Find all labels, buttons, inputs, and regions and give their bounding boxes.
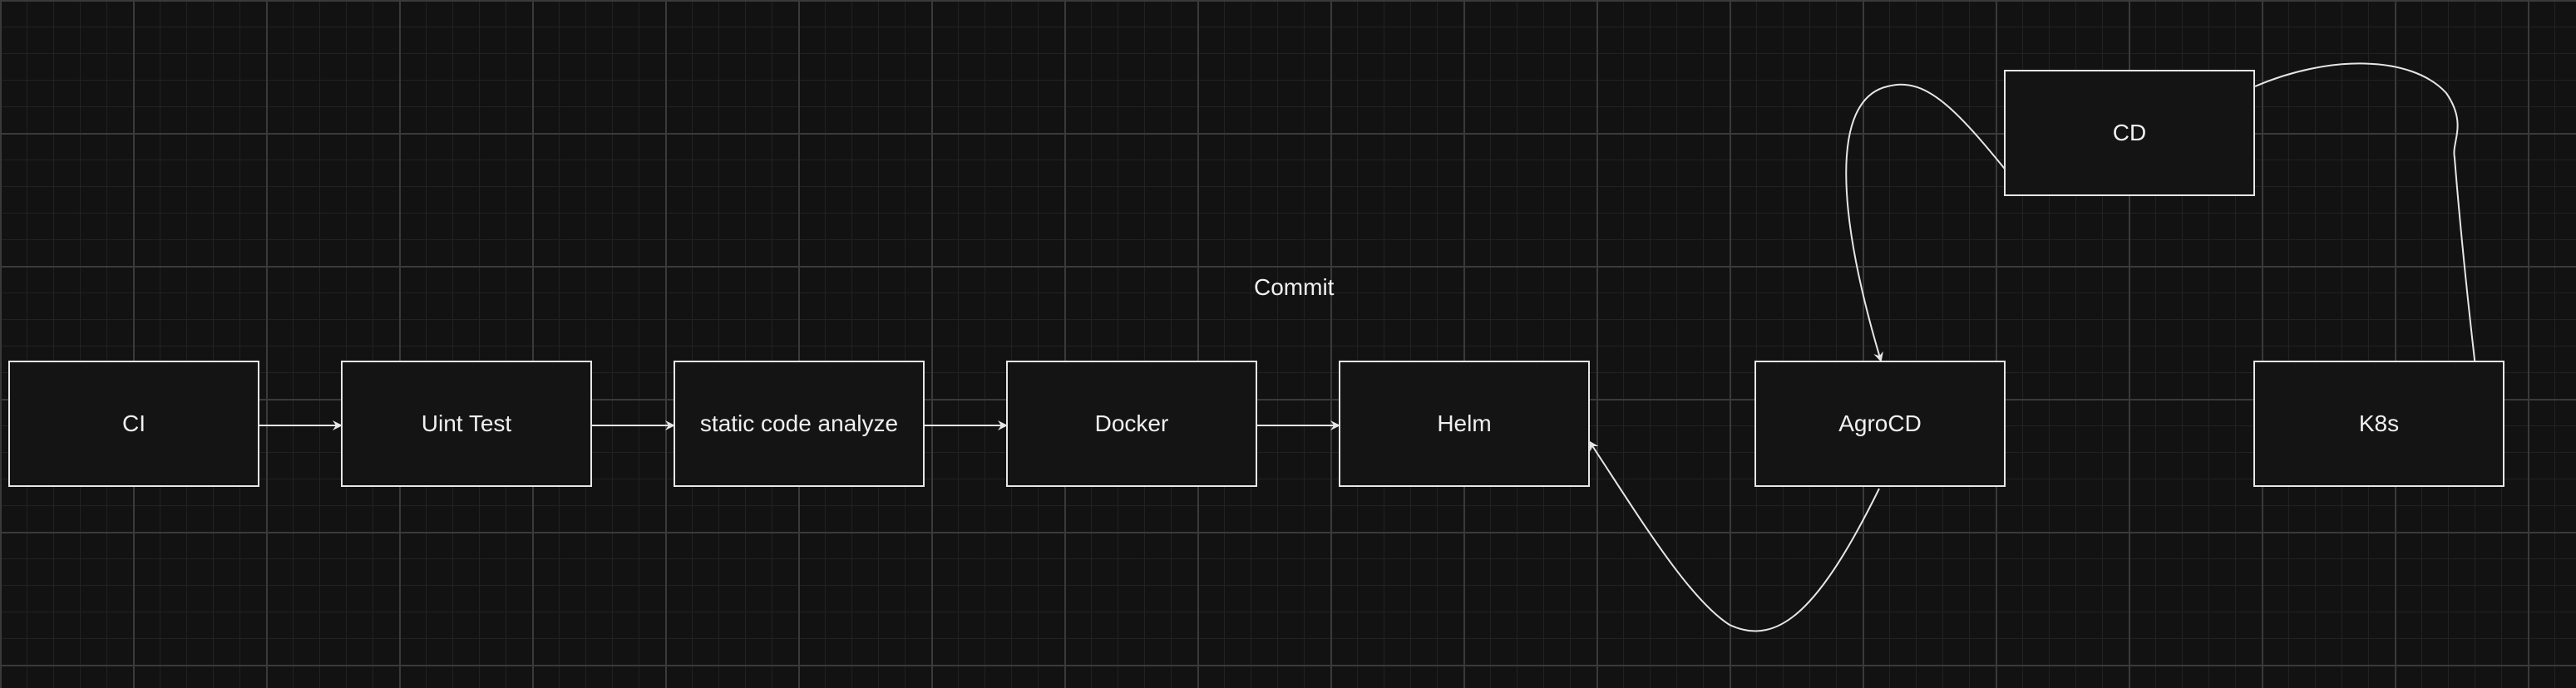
node-cd[interactable]: CD xyxy=(2004,70,2255,196)
edge-cd-to-argocd[interactable] xyxy=(1845,83,2026,362)
node-unit-test[interactable]: Uint Test xyxy=(341,361,592,487)
node-argocd-label: AgroCD xyxy=(1838,410,1922,436)
node-k8s-label: K8s xyxy=(2358,410,2400,436)
node-docker[interactable]: Docker xyxy=(1006,361,1257,487)
node-static-code-analyze[interactable]: static code analyze xyxy=(674,361,925,487)
node-docker-label: Docker xyxy=(1094,410,1169,436)
node-unit-test-label: Uint Test xyxy=(421,410,512,436)
edge-cd-to-k8s[interactable] xyxy=(2254,62,2484,404)
node-ci[interactable]: CI xyxy=(8,361,259,487)
node-cd-label: CD xyxy=(2112,120,2147,145)
commit-label[interactable]: Commit xyxy=(1254,274,1335,300)
node-helm-label: Helm xyxy=(1437,410,1492,436)
node-k8s[interactable]: K8s xyxy=(2253,361,2504,487)
node-static-code-label: static code analyze xyxy=(699,410,899,436)
node-helm[interactable]: Helm xyxy=(1339,361,1590,487)
node-ci-label: CI xyxy=(122,410,146,436)
node-argocd[interactable]: AgroCD xyxy=(1754,361,2006,487)
